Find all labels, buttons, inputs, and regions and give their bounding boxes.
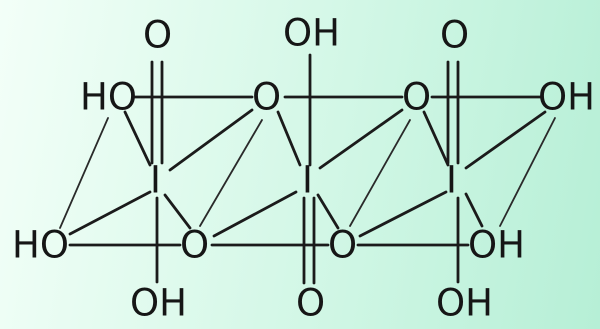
- bond-i1-ho-lower: [68, 190, 152, 236]
- atom-oh-bottom-3: OH: [436, 282, 493, 325]
- atom-labels: O OH O HO O O OH I I I HO O O OH OH O OH: [12, 12, 595, 325]
- bond-o-upper-bridge2-i3: [422, 110, 450, 167]
- bond-i3-o-lower-bridge2: [358, 190, 448, 238]
- atom-o-lower-bridge-1: O: [180, 224, 209, 267]
- bond-i2-o-lower-bridge2: [316, 193, 340, 230]
- atom-ho-upper-left: HO: [80, 76, 137, 119]
- atom-oh-lower-right: OH: [468, 224, 525, 267]
- bond-i2-o-upper-bridge2: [318, 108, 404, 170]
- bond-i1-o-lower-bridge: [163, 193, 192, 230]
- bond-o-upper1-o-lower1: [199, 119, 263, 227]
- atom-iodine-2: I: [302, 159, 313, 202]
- bonds: [59, 53, 556, 285]
- bond-oh-upper-oh-lower: [499, 117, 556, 227]
- bond-i2-o-lower-bridge1: [212, 190, 298, 238]
- bond-ho-upper-ho-lower: [59, 117, 109, 229]
- bond-o-upper-bridge1-i2: [276, 110, 302, 167]
- atom-oh-upper-right: OH: [538, 76, 595, 119]
- bond-i1-o-upper-bridge: [168, 108, 254, 172]
- bond-i3-oh-lower: [464, 192, 484, 228]
- atom-iodine-1: I: [150, 159, 161, 202]
- atom-ho-lower-left: HO: [12, 224, 69, 267]
- atom-oh-top-2: OH: [283, 12, 340, 55]
- atom-oh-bottom-1: OH: [130, 282, 187, 325]
- atom-o-top-3: O: [440, 14, 469, 57]
- atom-o-lower-bridge-2: O: [328, 224, 357, 267]
- atom-o-top-1: O: [143, 14, 172, 57]
- atom-o-upper-bridge-2: O: [402, 76, 431, 119]
- atom-iodine-3: I: [446, 159, 457, 202]
- bond-i3-oh-upper: [464, 110, 547, 170]
- atom-o-bottom-2: O: [296, 282, 325, 325]
- bond-ho-upper-i1: [123, 110, 152, 167]
- atom-o-upper-bridge-1: O: [252, 76, 281, 119]
- bond-o-upper2-o-lower2: [349, 119, 411, 227]
